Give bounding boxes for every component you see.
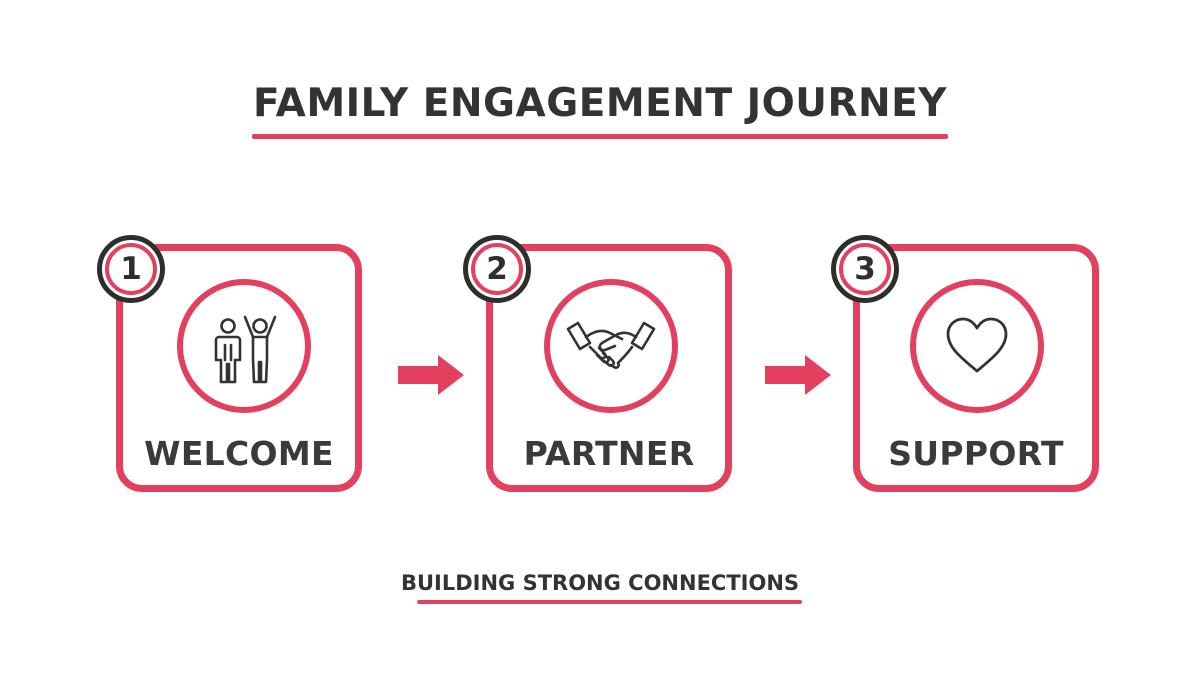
- people-icon: [214, 315, 277, 384]
- step-number: 2: [486, 251, 508, 287]
- step-label-partner: PARTNER: [523, 434, 695, 473]
- heart-icon: [946, 317, 1008, 373]
- arrow-right-icon: [398, 355, 464, 395]
- step-number: 3: [854, 251, 876, 287]
- step-badge-1: 1: [97, 235, 165, 303]
- step-badge-2: 2: [463, 235, 531, 303]
- step-number: 1: [120, 251, 142, 287]
- arrow-right-icon: [765, 355, 831, 395]
- step-badge-3: 3: [831, 235, 899, 303]
- icon-circle-partner: [544, 279, 678, 413]
- step-label-support: SUPPORT: [888, 434, 1064, 473]
- footer-tagline: BUILDING STRONG CONNECTIONS: [400, 571, 800, 595]
- handshake-icon: [566, 321, 656, 369]
- title-underline: [252, 134, 948, 139]
- icon-circle-welcome: [177, 279, 311, 413]
- page-title: FAMILY ENGAGEMENT JOURNEY: [252, 81, 948, 126]
- icon-circle-support: [910, 279, 1044, 413]
- footer-underline: [417, 600, 802, 604]
- step-label-welcome: WELCOME: [144, 434, 334, 473]
